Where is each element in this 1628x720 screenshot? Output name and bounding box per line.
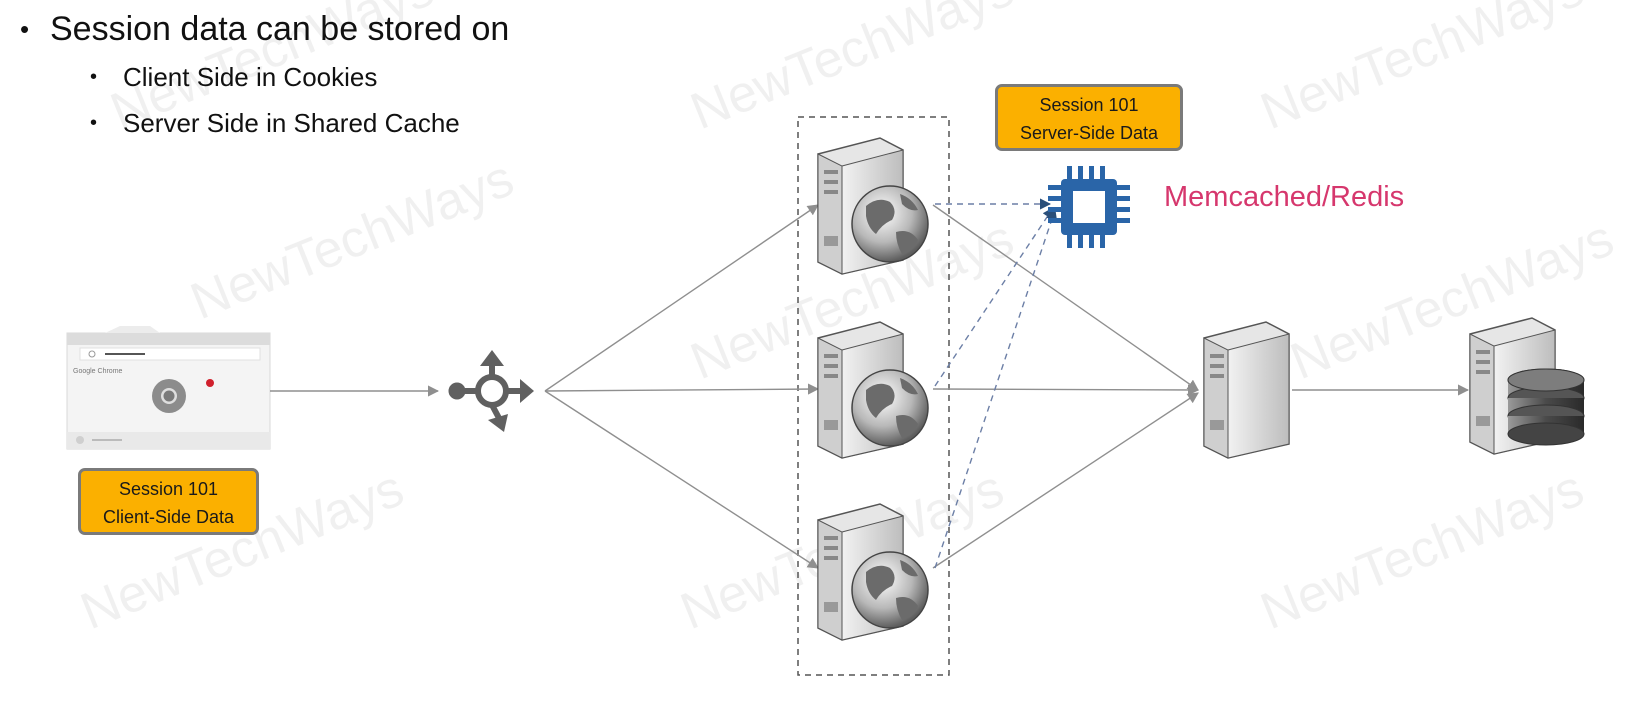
server3-to-app-arrow (932, 392, 1199, 569)
server-session-box: Session 101 Server-Side Data (995, 84, 1183, 151)
bullet-heading: Session data can be stored on (50, 10, 510, 48)
server-session-line1: Session 101 (1039, 95, 1139, 115)
connections (270, 204, 1470, 569)
client-session-line2: Client-Side Data (102, 507, 235, 527)
watermark: NewTechWays (103, 0, 442, 141)
watermark: NewTechWays (683, 0, 1022, 141)
cache-links (934, 198, 1058, 569)
server1-to-app-arrow (932, 204, 1199, 391)
bullet-item-label: Client Side in Cookies (123, 62, 378, 92)
app-server-icon (1203, 321, 1290, 459)
client-session-box: Session 101 Client-Side Data (78, 468, 259, 535)
watermark: NewTechWays (183, 149, 522, 331)
server3-to-cache-link (934, 208, 1058, 569)
bullet-dot: • (90, 112, 98, 134)
cache-label: Memcached/Redis (1164, 181, 1405, 213)
server2-to-cache-link (934, 207, 1054, 387)
watermark: NewTechWays (1253, 0, 1592, 141)
web-server-cluster-boundary (797, 116, 950, 676)
lb-to-server2-arrow (544, 383, 820, 395)
watermark: NewTechWays (1283, 209, 1622, 391)
bullet-dot: • (20, 14, 30, 44)
server-session-line2: Server-Side Data (1019, 123, 1159, 143)
client-session-line1: Session 101 (118, 479, 219, 499)
watermark: NewTechWays (1253, 459, 1592, 641)
lb-to-server3-arrow (544, 390, 819, 569)
load-balancer-icon (448, 350, 534, 432)
browser-icon: Google Chrome (66, 326, 271, 450)
bullet-dot: • (90, 66, 98, 88)
bullet-item-label: Server Side in Shared Cache (123, 108, 460, 138)
web-server-icon (817, 321, 929, 459)
web-server-icon (817, 137, 929, 275)
lb-to-server1-arrow (544, 204, 819, 392)
server2-to-app-arrow (932, 384, 1200, 396)
chip-icon (1048, 166, 1130, 248)
database-server-icon (1469, 317, 1585, 455)
browser-label: Google Chrome (73, 368, 123, 375)
